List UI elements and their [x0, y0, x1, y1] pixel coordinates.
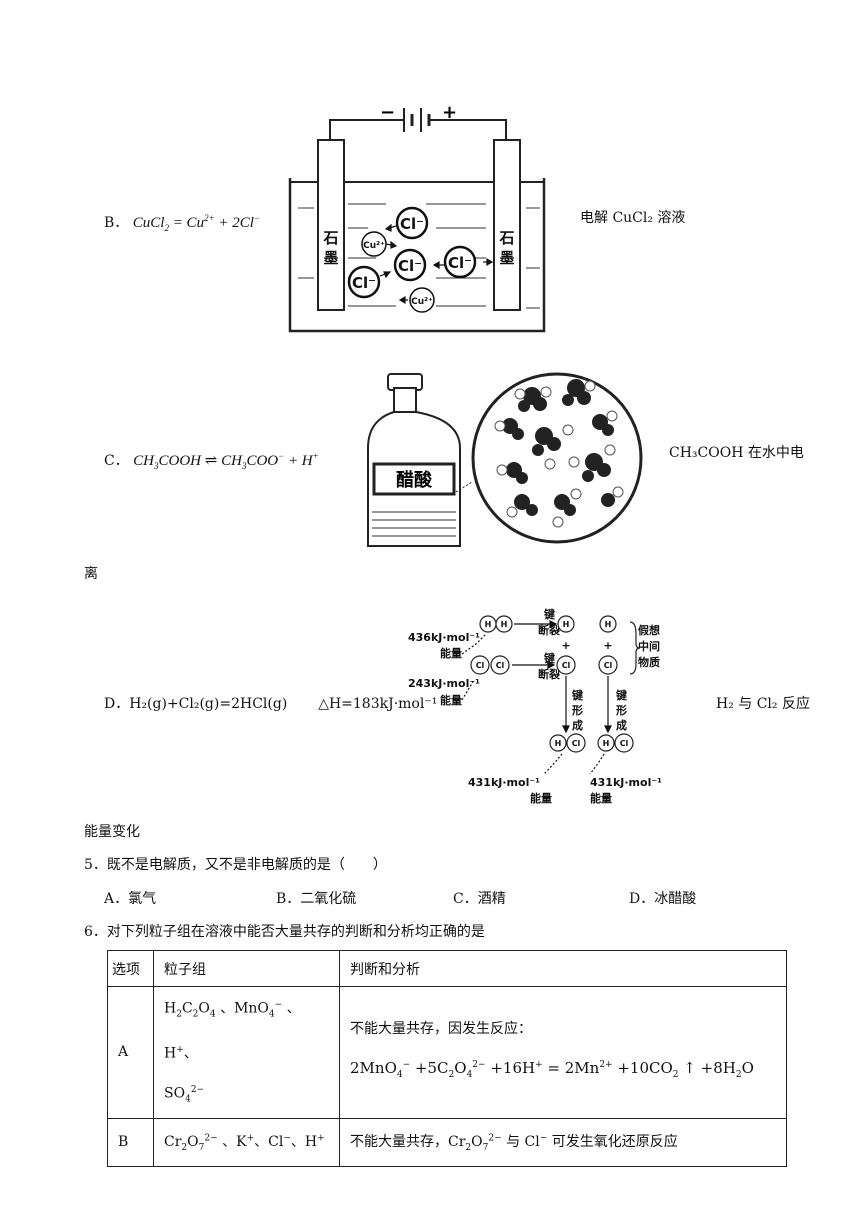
- table-row: B Cr2O72− 、K+、Cl−、H+ 不能大量共存，Cr2O72− 与 Cl…: [107, 1117, 787, 1167]
- option-d-row: D．H₂(g)+Cl₂(g)=2HCl(g) △H=183kJ·mol⁻¹: [104, 694, 437, 714]
- electrode-left-char1: 石: [322, 229, 338, 247]
- break-label-1: 键: [543, 607, 556, 621]
- analysis-text: 不能大量共存，因发生反应：: [350, 1021, 532, 1038]
- choice-c: C．酒精: [453, 891, 506, 907]
- choice-d: D．冰醋酸: [629, 891, 697, 907]
- electrolysis-diagram: − + 石 墨 石 墨 Cl⁻ Cu²⁺ Cl⁻ Cl⁻ Cl⁻ Cu²⁺: [288, 102, 546, 333]
- atom-cl: Cl: [562, 661, 571, 670]
- row-analysis: 不能大量共存，因发生反应： 2MnO4− +5C2O42− +16H+ = 2M…: [339, 986, 787, 1119]
- energy-label: 能量: [590, 791, 612, 805]
- header-analysis: 判断和分析: [339, 950, 787, 987]
- energy-value-hcl: 431kJ·mol⁻¹: [468, 776, 540, 789]
- equation: CH3COOH ⇌ CH3COO− + H+: [133, 451, 319, 471]
- analysis-prefix: 不能大量共存，: [350, 1134, 448, 1151]
- atom-cl: Cl: [620, 739, 629, 748]
- option-b-caption: 电解 CuCl₂ 溶液: [580, 210, 686, 226]
- particle-table: 选项 粒子组 判断和分析 A H2C2O4 、MnO4− 、H+、SO42− 不…: [107, 950, 787, 1167]
- ion-label: Cl⁻: [448, 254, 472, 272]
- row-option: B: [107, 1117, 154, 1167]
- atom-h: H: [563, 620, 570, 629]
- energy-value-clcl: 243kJ·mol⁻¹: [408, 677, 480, 690]
- equation: H₂(g)+Cl₂(g)=2HCl(g): [129, 696, 288, 712]
- negative-terminal: −: [380, 102, 395, 123]
- option-d-caption-wrap: 能量变化: [84, 824, 140, 840]
- row-analysis: 不能大量共存，Cr2O72− 与 Cl− 可发生氧化还原反应: [339, 1117, 787, 1167]
- ion-label: Cl⁻: [352, 274, 376, 292]
- question-6-stem: 6．对下列粒子组在溶液中能否大量共存的判断和分析均正确的是: [84, 924, 485, 940]
- electrode-right-char1: 石: [498, 229, 514, 247]
- option-c-caption-wrap: 离: [84, 566, 98, 582]
- table-header-row: 选项 粒子组 判断和分析: [107, 950, 787, 987]
- reaction-equation: 2MnO4− +5C2O42− +16H+ = 2Mn2+ +10CO2 ↑ +…: [350, 1059, 754, 1081]
- option-d-caption: H₂ 与 Cl₂ 反应: [716, 696, 810, 712]
- option-c-caption: CH₃COOH 在水中电: [669, 445, 804, 461]
- atom-h: H: [555, 739, 562, 748]
- form-label-2: 形: [572, 704, 583, 717]
- row-particles: H2C2O4 、MnO4− 、H+、SO42−: [153, 986, 340, 1119]
- break-label-2: 断裂: [538, 667, 560, 681]
- row-particles: Cr2O72− 、K+、Cl−、H+: [153, 1117, 340, 1167]
- form-label-1: 键: [571, 688, 584, 702]
- analysis-suffix: 可发生氧化还原反应: [551, 1134, 678, 1151]
- plus-sign: +: [603, 639, 612, 652]
- acetic-acid-diagram: 醋酸: [367, 372, 643, 547]
- option-b-row: B． CuCl2 = Cu2+ + 2Cl−: [104, 208, 260, 238]
- break-label-1: 键: [543, 651, 556, 665]
- energy-label: 能量: [440, 646, 462, 660]
- option-label: D．: [104, 696, 130, 712]
- option-label: C．: [104, 453, 129, 469]
- atom-h: H: [485, 620, 492, 629]
- form-label-3: 成: [616, 718, 627, 732]
- ion-label: Cu²⁺: [363, 241, 385, 251]
- hypothetical-label-2: 中间: [638, 639, 660, 653]
- delta-h: △H=183kJ·mol⁻¹: [318, 696, 438, 712]
- choice-b: B．二氧化硫: [276, 891, 357, 907]
- form-label-1: 键: [615, 688, 628, 702]
- atom-cl: Cl: [572, 739, 581, 748]
- hypothetical-label-3: 物质: [638, 655, 660, 669]
- atom-cl: Cl: [604, 661, 613, 670]
- equation: CuCl2 = Cu2+ + 2Cl−: [132, 213, 261, 233]
- bond-energy-diagram: 436kJ·mol⁻¹ 能量 243kJ·mol⁻¹ 能量 键 断裂 键 断裂 …: [408, 607, 662, 805]
- plus-sign: +: [561, 639, 570, 652]
- atom-h: H: [605, 620, 612, 629]
- electrode-left-char2: 墨: [323, 249, 338, 267]
- energy-value-hh: 436kJ·mol⁻¹: [408, 631, 480, 644]
- ion-label: Cl⁻: [398, 257, 422, 275]
- option-c-row: C． CH3COOH ⇌ CH3COO− + H+: [104, 446, 319, 476]
- energy-label: 能量: [440, 693, 462, 707]
- bottle-label: 醋酸: [396, 469, 433, 491]
- break-label-2: 断裂: [538, 623, 560, 637]
- ion-label: Cu²⁺: [411, 297, 433, 307]
- ion-label: Cl⁻: [400, 215, 424, 233]
- positive-terminal: +: [442, 102, 457, 123]
- form-label-2: 形: [616, 704, 627, 717]
- hypothetical-label-1: 假想: [638, 623, 660, 637]
- question-5-stem: 5．既不是电解质，又不是非电解质的是（ ）: [84, 857, 387, 873]
- atom-h: H: [603, 739, 610, 748]
- energy-label: 能量: [530, 791, 552, 805]
- row-option: A: [107, 986, 154, 1119]
- table-row: A H2C2O4 、MnO4− 、H+、SO42− 不能大量共存，因发生反应： …: [107, 986, 787, 1119]
- energy-value-hcl: 431kJ·mol⁻¹: [590, 776, 662, 789]
- atom-cl: Cl: [496, 661, 505, 670]
- atom-h: H: [501, 620, 508, 629]
- choice-a: A．氯气: [104, 891, 157, 907]
- header-option: 选项: [107, 950, 154, 987]
- header-particles: 粒子组: [153, 950, 340, 987]
- electrode-right-char2: 墨: [499, 249, 514, 267]
- option-label: B．: [104, 215, 129, 231]
- form-label-3: 成: [572, 718, 583, 732]
- atom-cl: Cl: [476, 661, 485, 670]
